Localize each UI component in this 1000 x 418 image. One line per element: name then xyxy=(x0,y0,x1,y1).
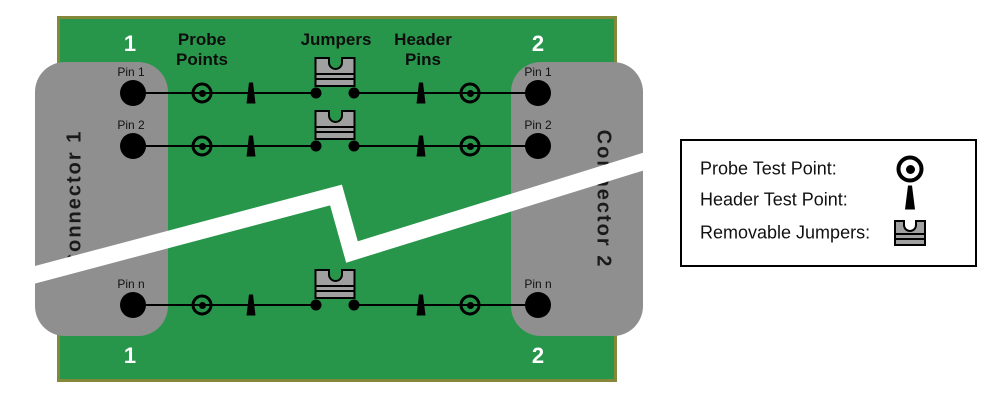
probe-point-icon xyxy=(459,82,481,104)
trace-line xyxy=(352,145,538,147)
header-test-point-icon xyxy=(905,185,915,210)
jumpers-label: Jumpers xyxy=(300,30,372,49)
header-pin-icon xyxy=(416,135,426,157)
pin-label-left: Pin n xyxy=(117,277,145,291)
probe-test-point-icon xyxy=(896,155,924,183)
jumper-notch xyxy=(903,220,917,232)
jumper-notch xyxy=(327,110,343,123)
connector-1-index-top: 1 xyxy=(123,31,137,56)
legend-row-header: Header Test Point: xyxy=(682,184,975,216)
connector-pin xyxy=(525,133,551,159)
connector-pin xyxy=(120,133,146,159)
connector-pin xyxy=(525,80,551,106)
header-pin-icon xyxy=(246,82,256,104)
trace-line xyxy=(133,92,318,94)
connector-2-index-top: 2 xyxy=(531,31,545,56)
jumper-pin-dot xyxy=(310,87,322,99)
jumper-icon xyxy=(314,269,356,299)
legend-row-jumper: Removable Jumpers: xyxy=(682,217,975,249)
probe-points-label: Probe Points xyxy=(176,30,228,69)
connector-1-label: Connector 1 xyxy=(63,129,86,269)
probe-point-icon xyxy=(191,135,213,157)
jumper-pin-dot xyxy=(348,140,360,152)
header-pins-label: Header Pins xyxy=(394,30,452,69)
probe-point-icon xyxy=(191,294,213,316)
probe-point-icon xyxy=(191,82,213,104)
connector-2-label: Connector 2 xyxy=(592,129,615,269)
jumper-pin-dot xyxy=(348,299,360,311)
pin-label-left: Pin 2 xyxy=(117,118,145,132)
legend-label: Removable Jumpers: xyxy=(700,222,871,243)
jumper-icon xyxy=(314,110,356,140)
pin-label-left: Pin 1 xyxy=(117,65,145,79)
removable-jumper-icon xyxy=(894,220,926,246)
connector-pin xyxy=(525,292,551,318)
probe-point-icon xyxy=(459,294,481,316)
jumper-icon xyxy=(314,57,356,87)
jumper-pin-dot xyxy=(310,299,322,311)
jumper-notch xyxy=(327,57,343,70)
trace-line xyxy=(352,92,538,94)
trace-line xyxy=(352,304,538,306)
jumper-pin-dot xyxy=(310,140,322,152)
pin-label-right: Pin 2 xyxy=(524,118,552,132)
legend-label: Header Test Point: xyxy=(700,189,848,210)
legend-row-probe: Probe Test Point: xyxy=(682,153,975,185)
connector-1-index-bottom: 1 xyxy=(123,343,137,368)
trace-line xyxy=(133,304,318,306)
pin-label-right: Pin 1 xyxy=(524,65,552,79)
header-pin-icon xyxy=(246,294,256,316)
connector-2-index-bottom: 2 xyxy=(531,343,545,368)
connector-pin xyxy=(120,80,146,106)
pin-label-right: Pin n xyxy=(524,277,552,291)
legend: Probe Test Point: Header Test Point: Rem… xyxy=(680,139,977,267)
jumper-pin-dot xyxy=(348,87,360,99)
connector-pin xyxy=(120,292,146,318)
trace-line xyxy=(133,145,318,147)
jumper-notch xyxy=(327,269,343,282)
probe-point-icon xyxy=(459,135,481,157)
connector-1: Connector 1 xyxy=(35,62,168,336)
header-pin-icon xyxy=(416,294,426,316)
header-pin-icon xyxy=(246,135,256,157)
header-pin-icon xyxy=(416,82,426,104)
legend-label: Probe Test Point: xyxy=(700,158,837,179)
